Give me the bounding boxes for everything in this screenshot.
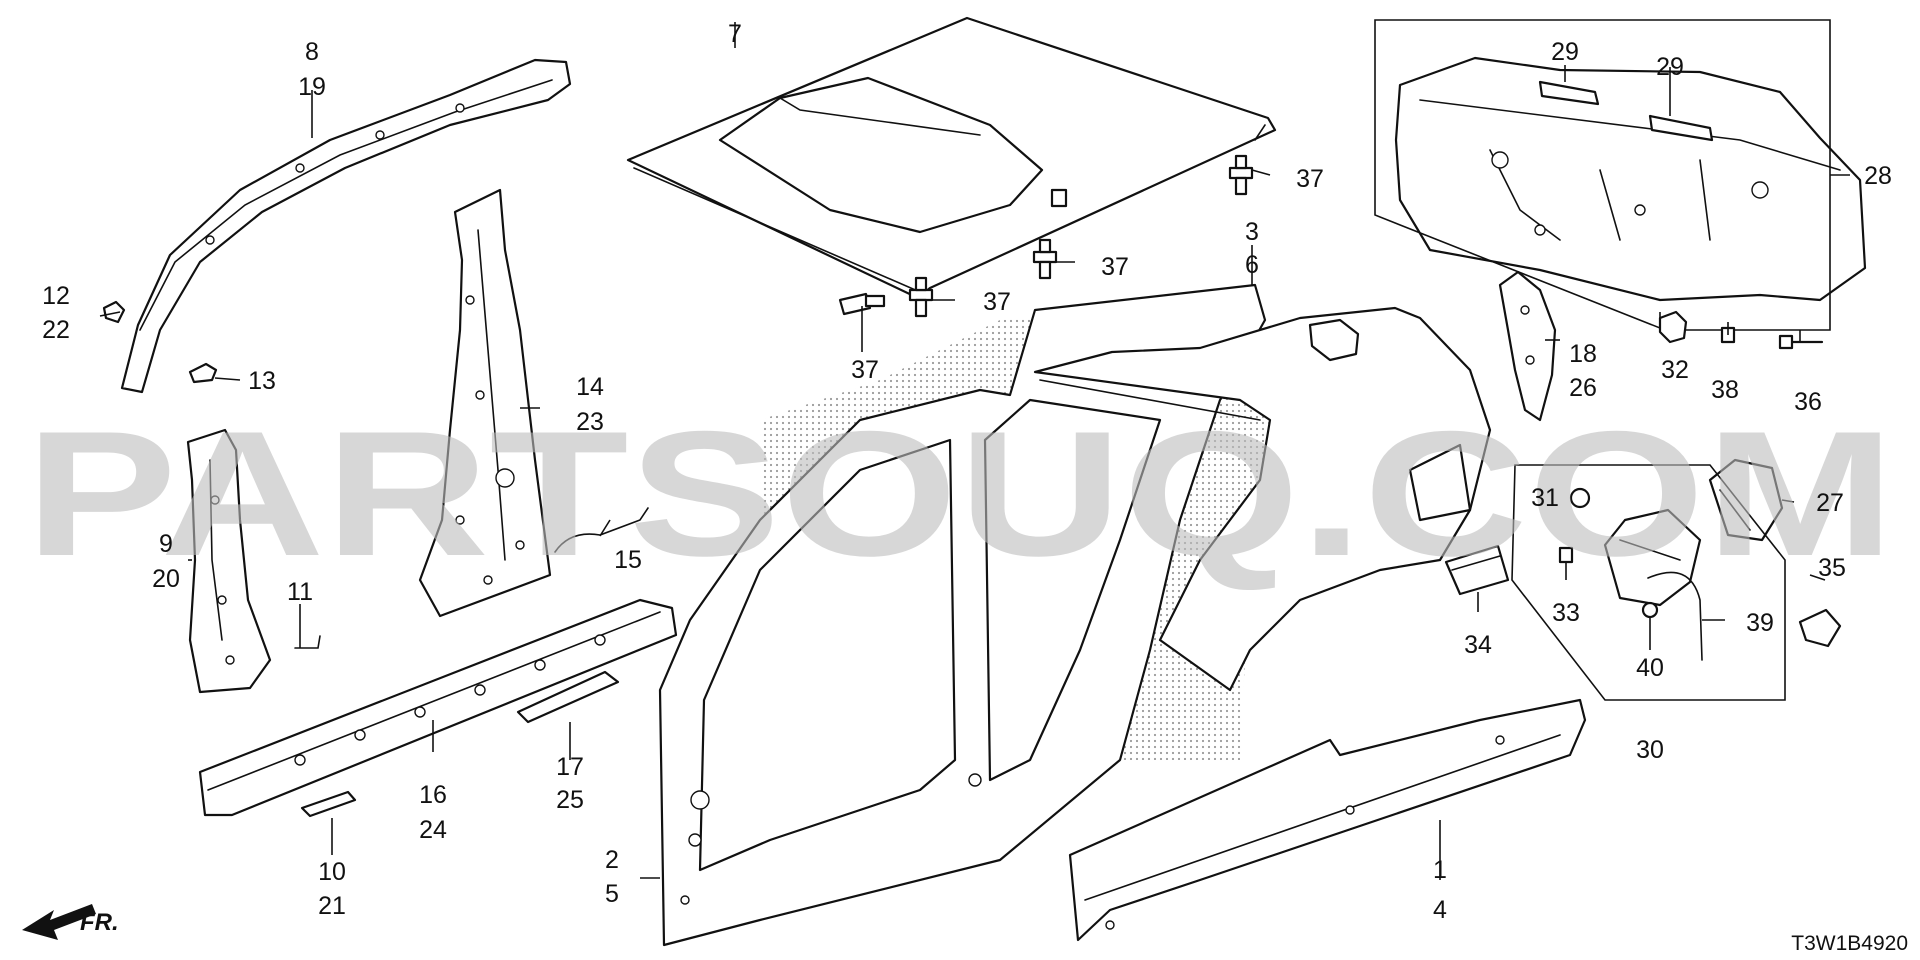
watermark: PARTSOUQ.COM <box>25 394 1895 593</box>
lid-opener-actuator[interactable] <box>1658 310 1688 344</box>
front-pillar-inner[interactable] <box>186 428 272 694</box>
fuel-door-group-bracket <box>1511 464 1786 701</box>
clip-13[interactable] <box>188 362 218 384</box>
callout-labels: 1 2 3 4 5 6 7 8 9 10 11 12 13 14 15 16 1… <box>42 20 1892 924</box>
callout-11[interactable]: 11 <box>287 578 313 606</box>
rear-quarter-panel[interactable] <box>1033 306 1492 692</box>
callout-6[interactable]: 6 <box>1245 251 1259 279</box>
callout-7[interactable]: 7 <box>728 20 742 48</box>
callout-21[interactable]: 21 <box>318 892 346 920</box>
sill-plate[interactable] <box>516 670 620 724</box>
callout-14[interactable]: 14 <box>576 373 604 401</box>
callout-24[interactable]: 24 <box>419 816 447 844</box>
callout-22[interactable]: 22 <box>42 316 70 344</box>
hinge-clip[interactable] <box>1798 608 1842 648</box>
callout-35[interactable]: 35 <box>1818 554 1846 582</box>
rear-panel-bracket[interactable] <box>1538 80 1600 106</box>
callout-28[interactable]: 28 <box>1864 162 1892 190</box>
roof-panel[interactable] <box>626 16 1277 300</box>
bracket-18[interactable] <box>1498 270 1557 422</box>
roof-bolt[interactable] <box>1228 154 1254 196</box>
callout-10[interactable]: 10 <box>318 858 346 886</box>
callout-25[interactable]: 25 <box>556 786 584 814</box>
callout-8[interactable]: 8 <box>305 38 319 66</box>
center-pillar[interactable] <box>418 188 552 618</box>
callout-33[interactable]: 33 <box>1552 599 1580 627</box>
rear-panel[interactable] <box>1394 56 1867 302</box>
fuel-lid[interactable] <box>1708 458 1784 542</box>
leader-lines <box>99 22 1850 880</box>
callout-19[interactable]: 19 <box>298 73 326 101</box>
callout-31[interactable]: 31 <box>1531 484 1559 512</box>
hinge-pin[interactable] <box>1778 334 1824 350</box>
side-sill-reinforcement[interactable] <box>198 598 678 817</box>
callout-40[interactable]: 40 <box>1636 654 1664 682</box>
callout-26[interactable]: 26 <box>1569 374 1597 402</box>
callout-1[interactable]: 1 <box>1433 856 1447 884</box>
callout-2[interactable]: 2 <box>605 846 619 874</box>
callout-34[interactable]: 34 <box>1464 631 1492 659</box>
front-direction-label: FR. <box>80 909 119 936</box>
callout-17[interactable]: 17 <box>556 753 584 781</box>
callout-16[interactable]: 16 <box>419 781 447 809</box>
bracket-11[interactable] <box>294 635 321 649</box>
callout-38[interactable]: 38 <box>1711 376 1739 404</box>
callout-29-right[interactable]: 29 <box>1656 53 1684 81</box>
callout-5[interactable]: 5 <box>605 880 619 908</box>
o-ring[interactable] <box>1569 487 1591 509</box>
callout-3[interactable]: 3 <box>1245 218 1259 246</box>
roof-bolt[interactable] <box>1032 238 1058 280</box>
callout-29-left[interactable]: 29 <box>1551 38 1579 66</box>
callout-23[interactable]: 23 <box>576 408 604 436</box>
callout-15[interactable]: 15 <box>614 546 642 574</box>
front-arrow-icon: FR. <box>22 904 119 940</box>
callout-4[interactable]: 4 <box>1433 896 1447 924</box>
callout-27[interactable]: 27 <box>1816 489 1844 517</box>
callout-37-d[interactable]: 37 <box>851 356 879 384</box>
callout-39[interactable]: 39 <box>1746 609 1774 637</box>
callout-37-c[interactable]: 37 <box>983 288 1011 316</box>
callout-37-b[interactable]: 37 <box>1101 253 1129 281</box>
outer-side-panel[interactable] <box>658 283 1270 947</box>
callout-20[interactable]: 20 <box>152 565 180 593</box>
drain-grommet[interactable] <box>1641 601 1659 619</box>
rear-panel-group-bracket <box>1374 19 1831 331</box>
callout-32[interactable]: 32 <box>1661 356 1689 384</box>
fuel-pocket[interactable] <box>1444 544 1510 596</box>
callout-13[interactable]: 13 <box>248 367 276 395</box>
callout-37-a[interactable]: 37 <box>1296 165 1324 193</box>
side-sill-panel[interactable] <box>1068 698 1587 942</box>
roof-side-rail[interactable] <box>120 58 572 394</box>
callout-9[interactable]: 9 <box>159 530 173 558</box>
rear-panel-bracket[interactable] <box>1648 114 1714 142</box>
bracket-10[interactable] <box>300 790 357 818</box>
fuel-filler-housing[interactable] <box>1603 508 1702 607</box>
drain-tube[interactable] <box>1647 571 1703 661</box>
drawing-code: T3W1B4920 <box>1791 932 1908 955</box>
callout-30[interactable]: 30 <box>1636 736 1664 764</box>
clip-12[interactable] <box>102 300 126 324</box>
callout-18[interactable]: 18 <box>1569 340 1597 368</box>
callout-36[interactable]: 36 <box>1794 388 1822 416</box>
callout-12[interactable]: 12 <box>42 282 70 310</box>
